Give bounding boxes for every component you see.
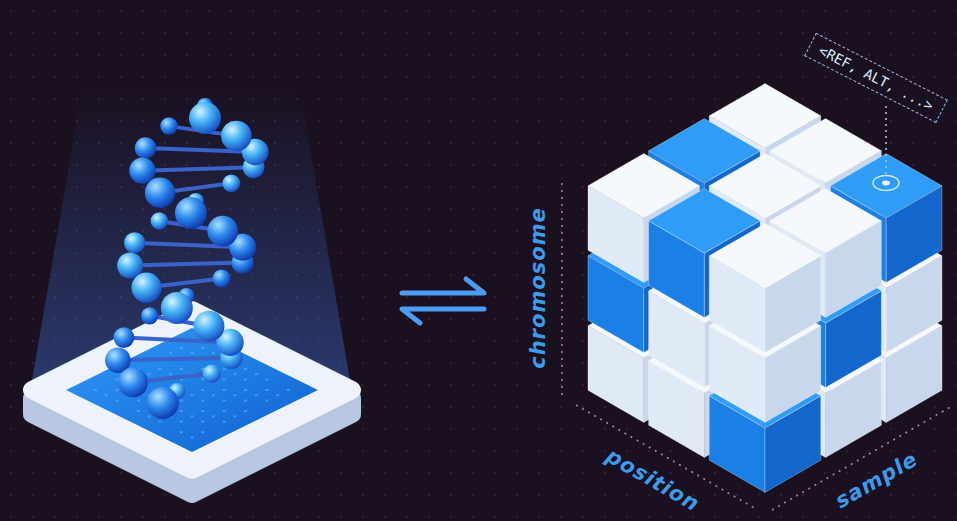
data-cube <box>588 84 942 493</box>
callout-text: <REF, ALT, ...> <box>816 42 936 114</box>
callout-leader <box>873 106 899 191</box>
platform <box>32 310 352 494</box>
axis-label: chromosome <box>526 207 550 369</box>
callout-box: <REF, ALT, ...> <box>804 33 948 124</box>
axis-label: position <box>602 444 704 517</box>
dna-helix <box>105 98 268 419</box>
axis-label: sample <box>832 447 923 513</box>
equilibrium-arrow <box>402 279 484 323</box>
